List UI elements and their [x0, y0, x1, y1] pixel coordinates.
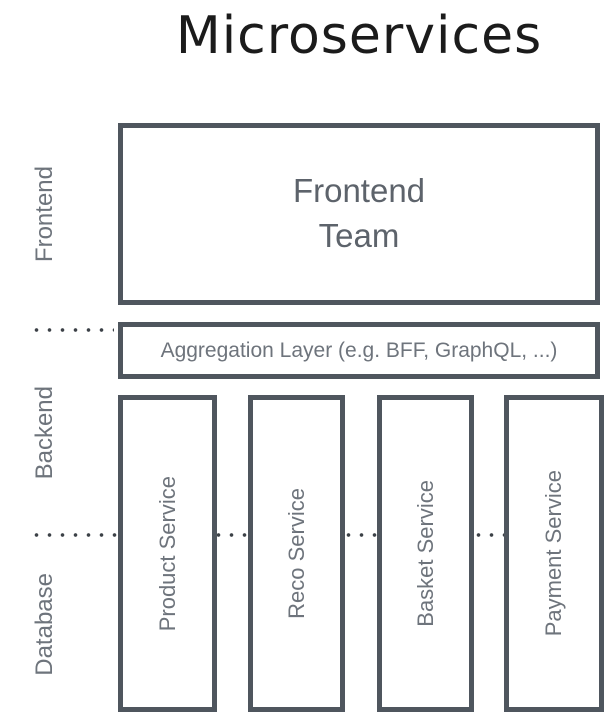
layer-label-database: Database — [24, 538, 66, 710]
aggregation-layer-label: Aggregation Layer (e.g. BFF, GraphQL, ..… — [160, 338, 558, 362]
service-label-reco: Reco Service — [283, 488, 309, 619]
layer-label-backend: Backend — [24, 335, 66, 531]
service-label-basket: Basket Service — [412, 480, 438, 627]
frontend-team-label-line2: Team — [318, 217, 400, 254]
layer-label-backend-text: Backend — [31, 386, 58, 480]
layer-label-frontend: Frontend — [24, 123, 66, 305]
layer-label-frontend-text: Frontend — [31, 165, 58, 263]
service-box-reco: Reco Service — [248, 395, 345, 712]
frontend-team-box: Frontend Team — [118, 123, 600, 305]
diagram-title: Microservices — [175, 6, 543, 66]
aggregation-layer-box: Aggregation Layer (e.g. BFF, GraphQL, ..… — [118, 322, 600, 379]
frontend-team-label-line1: Frontend — [292, 172, 426, 210]
service-label-product: Product Service — [154, 475, 180, 632]
service-box-basket: Basket Service — [377, 395, 474, 712]
service-label-payment: Payment Service — [541, 470, 566, 637]
frontend-team-label: Frontend Team — [293, 169, 425, 258]
service-box-product: Product Service — [118, 395, 217, 712]
service-box-payment: Payment Service — [504, 395, 604, 712]
layer-label-database-text: Database — [31, 572, 58, 676]
frontend-backend-divider — [28, 328, 114, 332]
